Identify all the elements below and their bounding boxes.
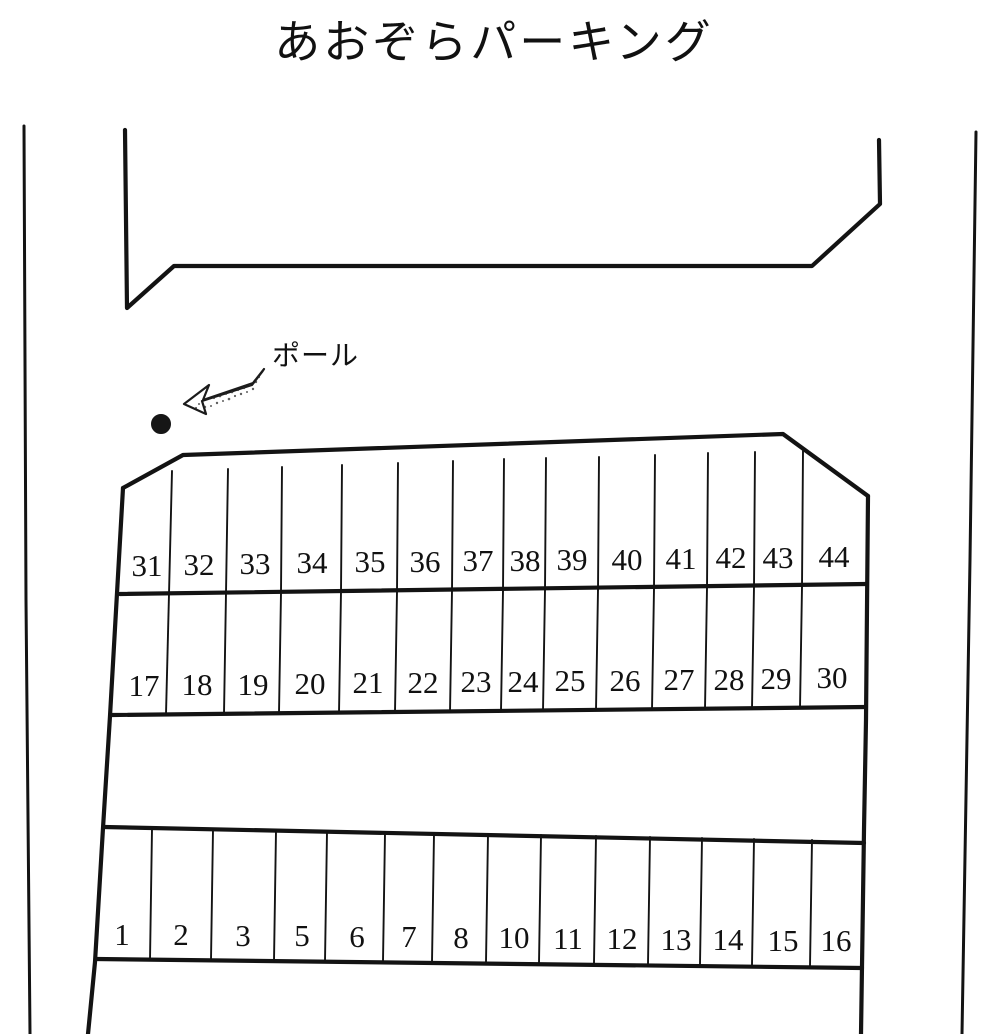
row-top: 31 32 33 34 35 36 37 38 39 40 41 42 43 4… <box>117 450 869 597</box>
stall-label: 26 <box>610 663 641 698</box>
stall-label: 44 <box>819 539 851 574</box>
row-top-numbers: 31 32 33 34 35 36 37 38 39 40 41 42 43 4… <box>132 539 851 583</box>
pole-annotation-label: ポール <box>272 339 360 372</box>
stall-label: 40 <box>612 542 643 577</box>
stall-label: 43 <box>763 540 794 575</box>
stall-label: 8 <box>453 920 469 955</box>
row-bottom-bottom-line <box>93 956 865 971</box>
page-title: あおぞらパーキング <box>274 15 714 69</box>
stall-label: 27 <box>664 662 695 697</box>
stall-label: 21 <box>353 665 384 700</box>
stall-label: 17 <box>129 668 160 703</box>
block-top-edge <box>120 431 871 499</box>
stall-label: 13 <box>661 922 692 957</box>
stall-label: 12 <box>607 921 638 956</box>
stall-label: 14 <box>713 922 745 957</box>
row-top-bottom-line <box>117 581 869 597</box>
stall-label: 39 <box>557 542 588 577</box>
stall-label: 18 <box>182 667 213 702</box>
stall-label: 29 <box>761 661 792 696</box>
stall-label: 2 <box>173 917 189 952</box>
stall-label: 10 <box>499 920 530 955</box>
stall-label: 31 <box>132 548 163 583</box>
stall-label: 3 <box>235 918 251 953</box>
stall-label: 11 <box>553 921 583 956</box>
stall-label: 22 <box>408 665 439 700</box>
row-top-dividers <box>168 450 804 595</box>
stall-label: 34 <box>297 545 329 580</box>
stall-label: 35 <box>355 544 386 579</box>
pole-pointer-arrow <box>182 367 266 416</box>
block-right-edge <box>858 493 871 1034</box>
pole-dot <box>151 414 171 434</box>
row-bottom-top-line <box>101 824 867 846</box>
parking-block-outline <box>85 431 871 1034</box>
stall-label: 7 <box>401 919 417 954</box>
left-road-line <box>22 124 32 1034</box>
row-middle: 17 18 19 20 21 22 23 24 25 26 27 28 29 3… <box>109 586 869 718</box>
stall-label: 25 <box>555 663 586 698</box>
stall-label: 36 <box>410 544 441 579</box>
stall-label: 41 <box>666 541 697 576</box>
stall-label: 15 <box>768 923 799 958</box>
stall-label: 28 <box>714 662 745 697</box>
row-bottom-numbers: 1 2 3 5 6 7 8 10 11 12 13 14 15 16 <box>114 917 851 958</box>
stall-label: 33 <box>240 546 271 581</box>
stall-label: 20 <box>295 666 326 701</box>
stall-label: 1 <box>114 917 130 952</box>
row-middle-numbers: 17 18 19 20 21 22 23 24 25 26 27 28 29 3… <box>129 660 848 703</box>
stall-label: 6 <box>349 919 365 954</box>
stall-label: 23 <box>461 664 492 699</box>
upper-lot-outline <box>122 127 883 311</box>
pole-marker-group <box>151 367 266 434</box>
row-middle-bottom-line <box>109 704 869 718</box>
stall-label: 37 <box>463 543 494 578</box>
stall-label: 16 <box>821 923 852 958</box>
row-middle-dividers <box>165 586 803 715</box>
road-boundaries <box>22 124 978 1034</box>
stall-label: 32 <box>184 547 215 582</box>
stall-label: 24 <box>508 664 540 699</box>
stall-label: 30 <box>817 660 848 695</box>
stall-label: 5 <box>294 918 310 953</box>
right-road-line <box>960 130 978 1034</box>
row-bottom: 1 2 3 5 6 7 8 10 11 12 13 14 15 16 <box>93 824 867 971</box>
stall-label: 42 <box>716 540 747 575</box>
stall-label: 38 <box>510 543 541 578</box>
stall-label: 19 <box>238 667 269 702</box>
block-left-edge <box>85 485 126 1034</box>
row-bottom-dividers <box>149 828 813 967</box>
